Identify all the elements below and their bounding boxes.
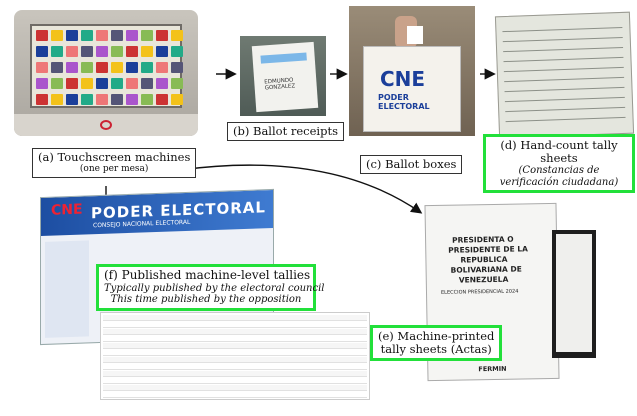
- candidate-tile: [36, 30, 48, 41]
- candidate-tile: [51, 30, 63, 41]
- candidate-tile: [96, 78, 108, 89]
- caption-c-title: (c) Ballot boxes: [366, 157, 457, 171]
- candidate-tile: [81, 46, 93, 57]
- candidate-tile: [171, 78, 183, 89]
- website-sidebar: [45, 240, 89, 338]
- candidate-tile: [96, 94, 108, 105]
- candidate-tile: [36, 46, 48, 57]
- receipt-paper: EDMUNDO GONZALEZ: [251, 41, 319, 113]
- candidate-tile: [141, 94, 153, 105]
- acta-line-2: PRESIDENTE DE LA: [448, 244, 528, 255]
- candidate-tile: [156, 30, 168, 41]
- candidate-tile: [81, 94, 93, 105]
- acta-line-7: FERMIN: [478, 364, 507, 374]
- box-cne-logo: CNE: [380, 67, 426, 91]
- caption-b: (b) Ballot receipts: [227, 122, 344, 142]
- candidate-tile: [51, 62, 63, 73]
- acta-second-sheet-paper: [556, 234, 592, 352]
- caption-d: (d) Hand-count tally sheets (Constancias…: [483, 134, 635, 194]
- website-cne-logo: CNE: [51, 201, 83, 219]
- caption-a-title: (a) Touchscreen machines: [38, 150, 191, 164]
- candidate-tile: [111, 62, 123, 73]
- candidate-tile: [96, 30, 108, 41]
- receipt-redaction: [260, 52, 307, 64]
- caption-e-title2: tally sheets (Actas): [380, 342, 492, 357]
- candidate-tile: [156, 94, 168, 105]
- receipt-candidate-name: EDMUNDO GONZALEZ: [264, 77, 296, 92]
- hand-count-sheet-photo: [494, 11, 635, 139]
- caption-c: (c) Ballot boxes: [360, 155, 463, 175]
- candidate-tile: [171, 30, 183, 41]
- caption-a: (a) Touchscreen machines (one per mesa): [32, 148, 197, 178]
- machine-screen: [30, 24, 183, 108]
- candidate-tile: [81, 62, 93, 73]
- candidate-tile: [111, 94, 123, 105]
- ballot-box: CNE PODER ELECTORAL: [363, 46, 461, 132]
- candidate-tile: [66, 62, 78, 73]
- candidate-tile: [171, 46, 183, 57]
- caption-e-title: (e) Machine-printed: [378, 329, 495, 343]
- candidate-tile: [156, 46, 168, 57]
- ballot-paper: [407, 26, 423, 44]
- candidate-tile: [81, 30, 93, 41]
- candidate-tile: [36, 62, 48, 73]
- acta-line-6: ELECCION PRESIDENCIAL 2024: [440, 288, 519, 296]
- candidate-tile: [96, 62, 108, 73]
- candidate-tile: [171, 62, 183, 73]
- candidate-tile: [156, 78, 168, 89]
- website-banner: CNE PODER ELECTORAL CONSEJO NACIONAL ELE…: [41, 189, 273, 237]
- caption-d-sub2: verificación ciudadana): [499, 176, 619, 188]
- ballot-box-photo: CNE PODER ELECTORAL: [349, 6, 475, 136]
- candidate-tile: [51, 94, 63, 105]
- candidate-tile: [36, 78, 48, 89]
- candidate-tile: [51, 78, 63, 89]
- candidate-tile: [126, 78, 138, 89]
- acta-line-3: REPUBLICA: [460, 254, 508, 265]
- caption-b-title: (b) Ballot receipts: [233, 124, 338, 138]
- ballot-receipt-photo: EDMUNDO GONZALEZ: [240, 36, 326, 116]
- candidate-tile: [66, 94, 78, 105]
- candidate-tile: [126, 46, 138, 57]
- acta-line-1: PRESIDENTA O: [452, 234, 514, 245]
- candidate-tile: [66, 46, 78, 57]
- candidate-tile: [126, 94, 138, 105]
- candidate-tile: [66, 78, 78, 89]
- candidate-tile: [126, 30, 138, 41]
- candidate-tile: [111, 78, 123, 89]
- box-subtitle: PODER ELECTORAL: [378, 93, 430, 111]
- caption-d-title: (d) Hand-count tally sheets: [500, 138, 618, 166]
- candidate-tile: [141, 62, 153, 73]
- candidate-tile: [171, 94, 183, 105]
- candidate-tile: [111, 30, 123, 41]
- candidate-tile: [51, 46, 63, 57]
- candidate-tile: [141, 30, 153, 41]
- caption-f-title: (f) Published machine-level tallies: [104, 268, 311, 282]
- caption-f-sub1: Typically published by the electoral cou…: [104, 282, 325, 294]
- caption-f-sub2: This time published by the opposition: [110, 294, 302, 306]
- candidate-tile: [126, 62, 138, 73]
- candidate-tile: [141, 78, 153, 89]
- acta-line-5: VENEZUELA: [458, 274, 509, 285]
- acta-line-4: BOLIVARIANA DE: [450, 264, 522, 275]
- candidate-tile: [81, 78, 93, 89]
- candidate-tile: [141, 46, 153, 57]
- candidate-tile: [111, 46, 123, 57]
- candidate-tile: [66, 30, 78, 41]
- caption-e: (e) Machine-printed tally sheets (Actas): [370, 325, 503, 362]
- caption-f: (f) Published machine-level tallies Typi…: [96, 264, 325, 311]
- touchscreen-machine-photo: [14, 10, 198, 136]
- caption-a-sub: (one per mesa): [79, 164, 149, 175]
- caption-d-sub1: (Constancias de: [518, 165, 600, 177]
- cne-logo-icon: [100, 120, 112, 130]
- candidate-tile: [156, 62, 168, 73]
- published-tally-table: [100, 312, 370, 400]
- candidate-tile: [96, 46, 108, 57]
- arrow-a-to-e: [179, 164, 423, 214]
- candidate-tile: [36, 94, 48, 105]
